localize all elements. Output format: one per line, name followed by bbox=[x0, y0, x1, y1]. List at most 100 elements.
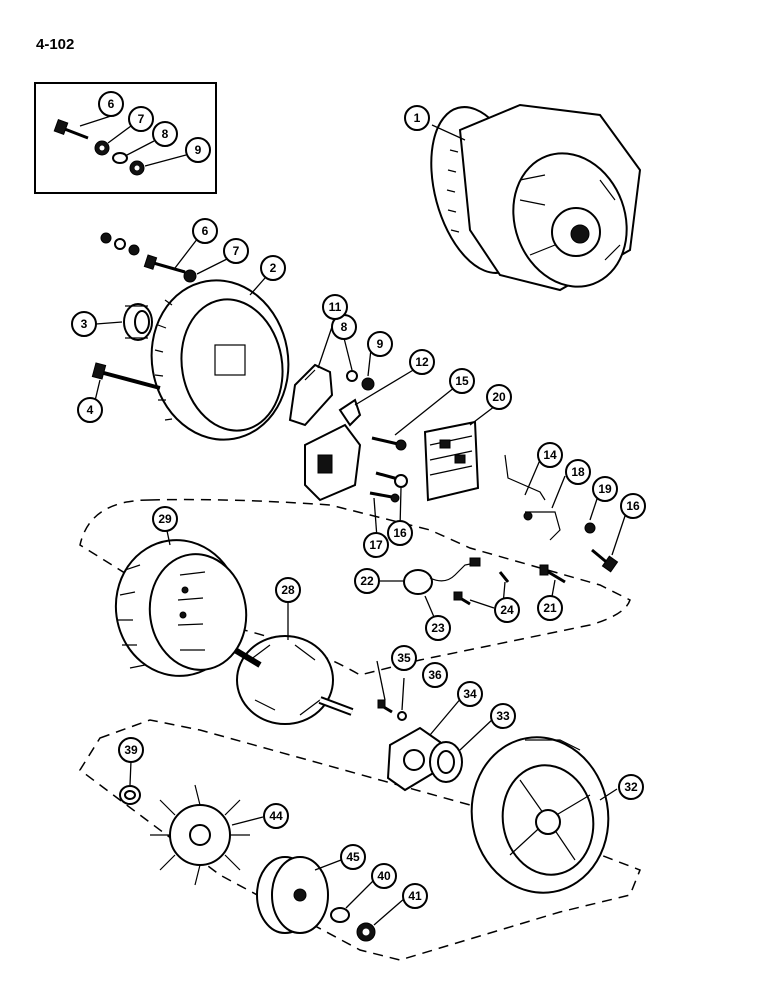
callout-32-label: 32 bbox=[624, 780, 638, 794]
callout-35-label: 35 bbox=[397, 651, 411, 665]
front-housing bbox=[470, 736, 610, 894]
callout-9: 9 bbox=[367, 331, 393, 357]
callout-21: 21 bbox=[537, 595, 563, 621]
callout-16-left: 16 bbox=[387, 520, 413, 546]
callout-23: 23 bbox=[425, 615, 451, 641]
small-screws bbox=[453, 564, 566, 606]
callout-16-right: 16 bbox=[620, 493, 646, 519]
callout-35: 35 bbox=[391, 645, 417, 671]
page-number: 4-102 bbox=[36, 36, 75, 53]
brush-holder bbox=[288, 363, 334, 427]
rectifier-bridge bbox=[423, 420, 480, 502]
callout-14-label: 14 bbox=[543, 448, 557, 462]
callout-41: 41 bbox=[402, 883, 428, 909]
callout-9-inset: 9 bbox=[185, 137, 211, 163]
callout-6: 6 bbox=[192, 218, 218, 244]
leader-lines bbox=[79, 115, 628, 926]
callout-12-label: 12 bbox=[415, 355, 429, 369]
regulator-screws bbox=[369, 436, 408, 503]
callout-16-left-label: 16 bbox=[393, 526, 407, 540]
callout-2: 2 bbox=[260, 255, 286, 281]
terminal-hardware bbox=[100, 232, 375, 391]
callout-12: 12 bbox=[409, 349, 435, 375]
rear-housing bbox=[150, 279, 290, 441]
washer-nut bbox=[330, 907, 376, 942]
rectifier-group-boundary bbox=[79, 498, 631, 676]
callout-24-label: 24 bbox=[500, 603, 514, 617]
callout-18: 18 bbox=[565, 459, 591, 485]
spacer bbox=[119, 785, 141, 805]
callout-3-label: 3 bbox=[81, 317, 88, 331]
callout-9-inset-label: 9 bbox=[195, 143, 202, 157]
callout-7-label: 7 bbox=[233, 244, 240, 258]
bearing bbox=[123, 303, 153, 341]
stator bbox=[114, 539, 248, 677]
callout-34: 34 bbox=[457, 681, 483, 707]
callout-45: 45 bbox=[340, 844, 366, 870]
callout-22: 22 bbox=[354, 568, 380, 594]
callout-34-label: 34 bbox=[463, 687, 477, 701]
callout-29-label: 29 bbox=[158, 512, 172, 526]
callout-18-label: 18 bbox=[571, 465, 585, 479]
callout-40-label: 40 bbox=[377, 869, 391, 883]
callout-16-right-label: 16 bbox=[626, 499, 640, 513]
callout-20-label: 20 bbox=[492, 390, 506, 404]
callout-6-inset-label: 6 bbox=[108, 97, 115, 111]
callout-8-label: 8 bbox=[341, 320, 348, 334]
callout-36-label: 36 bbox=[428, 668, 442, 682]
callout-24: 24 bbox=[494, 597, 520, 623]
callout-1: 1 bbox=[404, 105, 430, 131]
callout-33-label: 33 bbox=[496, 709, 510, 723]
callout-7-inset-label: 7 bbox=[138, 112, 145, 126]
inset-hardware bbox=[53, 119, 145, 176]
callout-14: 14 bbox=[537, 442, 563, 468]
pulley bbox=[256, 856, 329, 934]
callout-4: 4 bbox=[77, 397, 103, 423]
callout-9-label: 9 bbox=[377, 337, 384, 351]
regulator bbox=[304, 398, 362, 502]
rotor bbox=[233, 635, 354, 725]
callout-15-label: 15 bbox=[455, 374, 469, 388]
callout-41-label: 41 bbox=[408, 889, 422, 903]
callout-39: 39 bbox=[118, 737, 144, 763]
terminal-parts bbox=[504, 454, 619, 573]
callout-2-label: 2 bbox=[270, 261, 277, 275]
callout-3: 3 bbox=[71, 311, 97, 337]
callout-36: 36 bbox=[422, 662, 448, 688]
callout-11-label: 11 bbox=[329, 300, 342, 314]
callout-22-label: 22 bbox=[360, 574, 374, 588]
callout-32: 32 bbox=[618, 774, 644, 800]
callout-19-label: 19 bbox=[598, 482, 612, 496]
callout-45-label: 45 bbox=[346, 850, 360, 864]
fan bbox=[150, 784, 250, 886]
bearing-retainer-parts bbox=[377, 699, 463, 792]
callout-29: 29 bbox=[152, 506, 178, 532]
alternator-assembly bbox=[430, 103, 642, 292]
callout-7: 7 bbox=[223, 238, 249, 264]
callout-15: 15 bbox=[449, 368, 475, 394]
inset-box bbox=[34, 82, 217, 194]
callout-7-inset: 7 bbox=[128, 106, 154, 132]
callout-21-label: 21 bbox=[543, 601, 557, 615]
capacitor bbox=[403, 557, 481, 595]
through-bolt bbox=[91, 362, 161, 390]
callout-33: 33 bbox=[490, 703, 516, 729]
callout-44: 44 bbox=[263, 803, 289, 829]
callout-6-label: 6 bbox=[202, 224, 209, 238]
callout-8-inset: 8 bbox=[152, 121, 178, 147]
callout-8-inset-label: 8 bbox=[162, 127, 169, 141]
callout-23-label: 23 bbox=[431, 621, 445, 635]
callout-39-label: 39 bbox=[124, 743, 138, 757]
callout-4-label: 4 bbox=[87, 403, 94, 417]
callout-19: 19 bbox=[592, 476, 618, 502]
callout-17-label: 17 bbox=[369, 538, 383, 552]
callout-40: 40 bbox=[371, 863, 397, 889]
callout-11: 11 bbox=[322, 294, 348, 320]
callout-28-label: 28 bbox=[281, 583, 295, 597]
callout-28: 28 bbox=[275, 577, 301, 603]
callout-44-label: 44 bbox=[269, 809, 283, 823]
callout-17: 17 bbox=[363, 532, 389, 558]
callout-20: 20 bbox=[486, 384, 512, 410]
callout-1-label: 1 bbox=[414, 111, 421, 125]
